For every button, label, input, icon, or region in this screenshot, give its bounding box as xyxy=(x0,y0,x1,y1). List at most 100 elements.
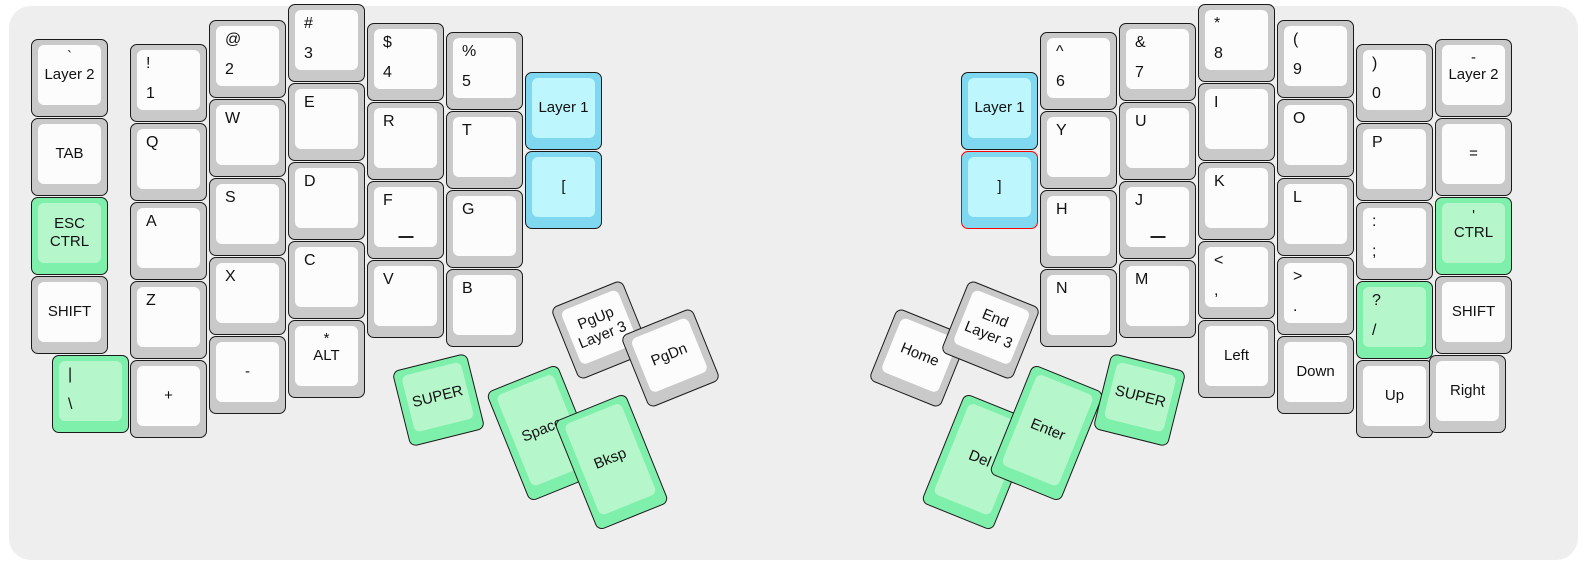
keycap: - xyxy=(216,342,279,402)
key-n[interactable]: N xyxy=(1040,269,1117,347)
key-up[interactable]: Up xyxy=(1356,360,1433,438)
key-label-shifted: J xyxy=(1135,192,1143,209)
key-e[interactable]: E xyxy=(288,83,365,161)
key-label-primary: Layer 1 xyxy=(538,99,589,116)
key-super-l[interactable]: SUPER xyxy=(391,352,485,448)
key-m[interactable]: M xyxy=(1119,260,1196,338)
key-period[interactable]: >. xyxy=(1277,257,1354,335)
keycap: U xyxy=(1126,108,1189,168)
key-bracket-left[interactable]: [ xyxy=(525,151,602,229)
key-shift-l[interactable]: SHIFT xyxy=(31,276,108,354)
key-u[interactable]: U xyxy=(1119,102,1196,180)
keycap: !1 xyxy=(137,50,200,110)
key-slash[interactable]: ?/ xyxy=(1356,281,1433,359)
keycap: Down xyxy=(1284,342,1347,402)
key-label-base: . xyxy=(1293,298,1298,315)
keycap: B xyxy=(453,275,516,335)
key-bksp[interactable]: Bksp xyxy=(553,392,669,532)
key-right[interactable]: Right xyxy=(1429,355,1506,433)
key-r[interactable]: R xyxy=(367,102,444,180)
key-tab[interactable]: TAB xyxy=(31,118,108,196)
key-layer1-l[interactable]: Layer 1 xyxy=(525,72,602,150)
key-label-shifted: U xyxy=(1135,113,1147,130)
key-k3[interactable]: #3 xyxy=(288,4,365,82)
key-p[interactable]: P xyxy=(1356,123,1433,201)
key-k4[interactable]: $4 xyxy=(367,23,444,101)
keycap: |\ xyxy=(59,361,122,421)
key-plus[interactable]: + xyxy=(130,360,207,438)
key-comma[interactable]: <, xyxy=(1198,241,1275,319)
key-k0[interactable]: )0 xyxy=(1356,44,1433,122)
key-k1[interactable]: !1 xyxy=(130,44,207,122)
key-o[interactable]: O xyxy=(1277,99,1354,177)
key-b[interactable]: B xyxy=(446,269,523,347)
key-j[interactable]: J xyxy=(1119,181,1196,259)
key-label-base: 8 xyxy=(1214,45,1223,62)
key-shift-r[interactable]: SHIFT xyxy=(1435,276,1512,354)
key-super-r[interactable]: SUPER xyxy=(1092,352,1186,448)
key-semicolon[interactable]: :; xyxy=(1356,202,1433,280)
key-q[interactable]: Q xyxy=(130,123,207,201)
keycap: A xyxy=(137,208,200,268)
key-label-shifted: @ xyxy=(225,31,242,48)
key-alt-l[interactable]: *ALT xyxy=(288,320,365,398)
key-label-primary: Left xyxy=(1223,347,1250,364)
key-bracket-right[interactable]: ] xyxy=(961,151,1038,229)
key-f[interactable]: F xyxy=(367,181,444,259)
keycap: R xyxy=(374,108,437,168)
key-pipe-backslash[interactable]: |\ xyxy=(52,355,129,433)
keycap: Enter xyxy=(1000,373,1094,488)
key-d[interactable]: D xyxy=(288,162,365,240)
keycap: SUPER xyxy=(1103,361,1177,433)
key-label-shifted: ^ xyxy=(1056,43,1064,60)
key-g[interactable]: G xyxy=(446,190,523,268)
key-k2[interactable]: @2 xyxy=(209,20,286,98)
key-s[interactable]: S xyxy=(209,178,286,256)
key-k7[interactable]: &7 xyxy=(1119,23,1196,101)
key-left[interactable]: Left xyxy=(1198,320,1275,398)
key-v[interactable]: V xyxy=(367,260,444,338)
key-minus-l[interactable]: - xyxy=(209,336,286,414)
key-layer1-r[interactable]: Layer 1 xyxy=(961,72,1038,150)
key-k9[interactable]: (9 xyxy=(1277,20,1354,98)
key-label-shifted: Y xyxy=(1056,122,1067,139)
key-h[interactable]: H xyxy=(1040,190,1117,268)
key-k[interactable]: K xyxy=(1198,162,1275,240)
key-z[interactable]: Z xyxy=(130,281,207,359)
key-a[interactable]: A xyxy=(130,202,207,280)
keycap: SHIFT xyxy=(1442,282,1505,342)
keycap: Home xyxy=(879,316,959,394)
key-label-shifted: Q xyxy=(146,134,159,151)
key-k6[interactable]: ^6 xyxy=(1040,32,1117,110)
key-label-modifier: - xyxy=(1471,49,1476,66)
keycap: P xyxy=(1363,129,1426,189)
key-label-base: 7 xyxy=(1135,64,1144,81)
key-label-primary: Layer 2 xyxy=(1448,66,1499,83)
key-k8[interactable]: *8 xyxy=(1198,4,1275,82)
key-label-shifted: M xyxy=(1135,271,1149,288)
key-label-shifted: < xyxy=(1214,252,1224,269)
key-w[interactable]: W xyxy=(209,99,286,177)
key-c[interactable]: C xyxy=(288,241,365,319)
key-l[interactable]: L xyxy=(1277,178,1354,256)
key-label-shifted: L xyxy=(1293,189,1302,206)
keycap: -Layer 2 xyxy=(1442,45,1505,105)
key-label-primary: Right xyxy=(1449,382,1486,399)
key-label-primary: + xyxy=(164,387,173,404)
key-quote-ctrl[interactable]: 'CTRL xyxy=(1435,197,1512,275)
key-layer2-r[interactable]: -Layer 2 xyxy=(1435,39,1512,117)
keycap: @2 xyxy=(216,26,279,86)
key-k5[interactable]: %5 xyxy=(446,32,523,110)
key-label-primary: - xyxy=(245,363,250,380)
key-down[interactable]: Down xyxy=(1277,336,1354,414)
key-y[interactable]: Y xyxy=(1040,111,1117,189)
key-layer2-l[interactable]: Layer 2 xyxy=(31,39,108,117)
key-equals[interactable]: = xyxy=(1435,118,1512,196)
key-t[interactable]: T xyxy=(446,111,523,189)
key-label-shifted: G xyxy=(462,201,475,218)
keycap: Bksp xyxy=(563,402,657,517)
key-i[interactable]: I xyxy=(1198,83,1275,161)
key-x[interactable]: X xyxy=(209,257,286,335)
key-label-shifted: * xyxy=(1214,15,1221,32)
